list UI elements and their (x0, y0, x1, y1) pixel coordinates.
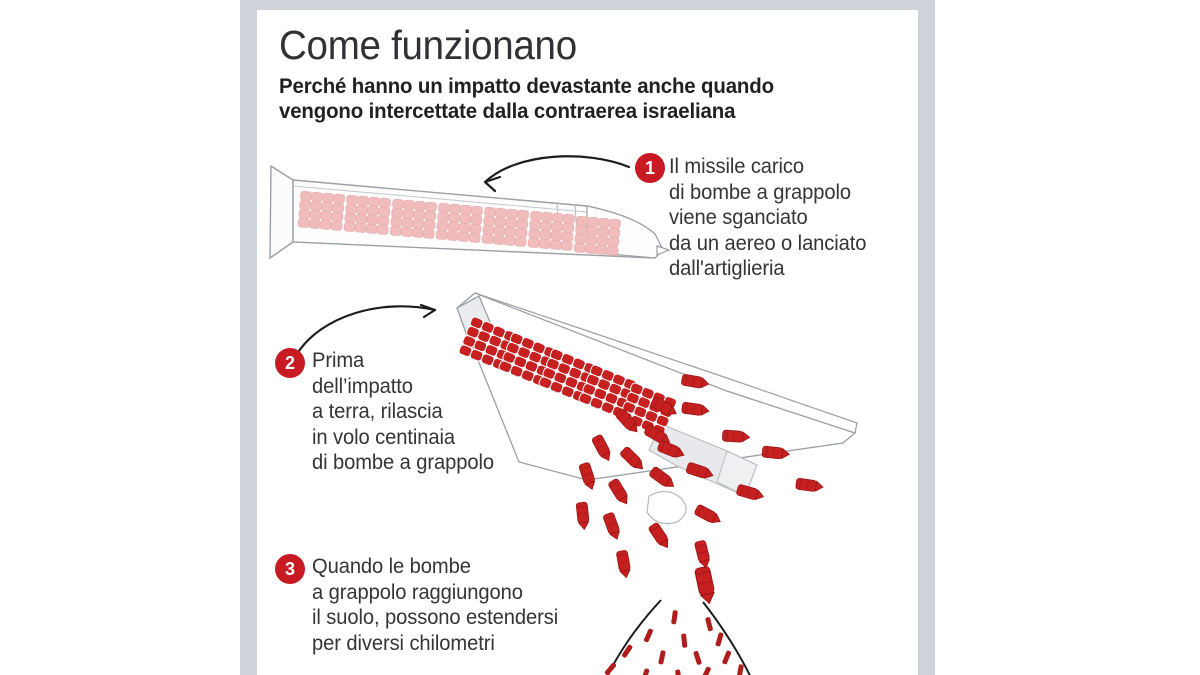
step-text-3: Quando le bombe a grappolo raggiungono i… (312, 554, 558, 656)
step-badge-2: 2 (275, 348, 305, 378)
step-3-line-4: per diversi chilometri (312, 631, 495, 655)
step-2-line-3: a terra, rilascia (312, 400, 443, 423)
ground-dispersal-cone (604, 565, 751, 675)
step-badge-3: 3 (275, 554, 305, 584)
subtitle-line-1: Perché hanno un impatto devastante anche… (279, 74, 774, 98)
step-2-line-2: dell’impatto (312, 374, 413, 398)
step-3-line-1: Quando le bombe (312, 555, 471, 578)
step-text-2: Prima dell’impatto a terra, rilascia in … (312, 348, 494, 476)
frame-band-left (240, 0, 257, 675)
step-3-line-2: a grappolo raggiungono (312, 580, 523, 604)
step-2-line-1: Prima (312, 349, 365, 372)
step-2-line-5: di bombe a grappolo (312, 451, 494, 474)
step-text-1: Il missile carico di bombe a grappolo vi… (669, 154, 867, 282)
infographic-card: Come funzionano Perché hanno un impatto … (257, 10, 918, 675)
falling-bomblets (604, 610, 744, 675)
page-title: Come funzionano (279, 22, 577, 68)
missile-releasing-submunitions (456, 292, 858, 579)
subtitle-line-2: vengono intercettate dalla contraerea is… (279, 99, 736, 123)
frame-band-top (240, 0, 935, 10)
page-subtitle: Perché hanno un impatto devastante anche… (279, 74, 887, 124)
step-1-line-3: viene sganciato (669, 206, 808, 229)
illustration-layer (269, 155, 858, 675)
frame-band-right (918, 0, 935, 675)
arrow-to-missile-opening (295, 303, 437, 356)
missile-intact (269, 164, 671, 260)
arrow-to-missile-intact (483, 155, 631, 193)
step-3-line-3: il suolo, possono estendersi (312, 606, 559, 629)
step-1-line-2: di bombe a grappolo (669, 180, 851, 204)
step-badge-1: 1 (635, 153, 665, 183)
step-2-line-4: in volo centinaia (312, 425, 455, 449)
step-1-line-4: da un aereo o lanciato (669, 231, 867, 255)
step-1-line-1: Il missile carico (669, 155, 805, 178)
step-1-line-5: dall'artiglieria (669, 257, 785, 280)
